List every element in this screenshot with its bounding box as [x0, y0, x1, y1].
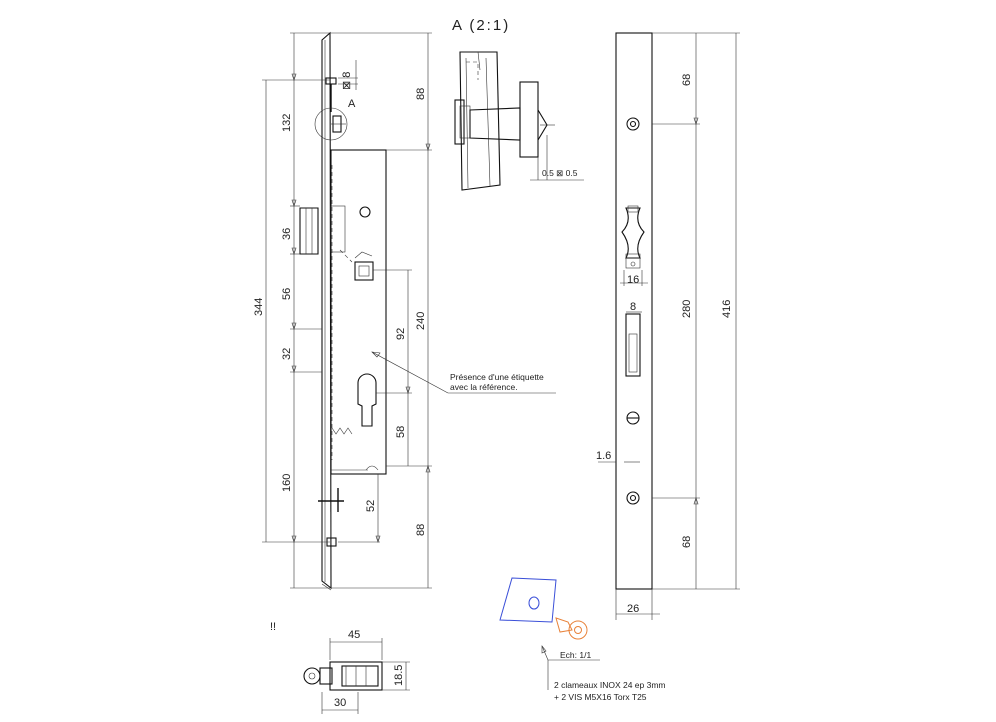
clamp-plate	[499, 577, 557, 623]
side-latch-opening	[621, 207, 645, 259]
front-left-dimensions	[262, 32, 330, 589]
detail-marker-a: A	[348, 98, 356, 110]
detail-a-view	[454, 51, 584, 191]
case-hole	[359, 206, 371, 218]
dim-160: 160	[281, 474, 293, 492]
front-view: A ⊠ 8 344 1	[253, 31, 556, 591]
side-dim-16: 16	[627, 274, 639, 286]
bottom-mark: !!	[270, 621, 276, 633]
dim-52: 52	[365, 500, 377, 512]
label-leader	[371, 351, 449, 394]
square-8-label: ⊠ 8	[341, 72, 353, 90]
front-faceplate	[321, 31, 332, 590]
side-dim-416: 416	[721, 300, 733, 318]
accessory-scale: Ech: 1/1	[560, 650, 591, 660]
side-screw-top	[626, 117, 640, 131]
side-bolt-slot	[625, 313, 641, 377]
top-bolt	[325, 77, 346, 133]
dim-58: 58	[395, 426, 407, 438]
torx-screw	[555, 617, 588, 640]
follower-square	[354, 261, 374, 281]
label-note-line1: Présence d'une étiquette	[450, 372, 544, 382]
bottom-dim-18-5: 18.5	[393, 665, 405, 686]
accessory-caption-line2: + 2 VIS M5X16 Torx T25	[554, 692, 647, 702]
side-dim-8: 8	[630, 301, 636, 313]
cylinder-cutout	[357, 373, 377, 427]
dim-132: 132	[281, 114, 293, 132]
side-dim-280: 280	[681, 300, 693, 318]
detail-circle-a	[314, 107, 348, 141]
side-faceplate	[615, 32, 653, 590]
side-dim-1-6: 1.6	[596, 450, 611, 462]
latch-bolt	[299, 207, 319, 255]
dim-36: 36	[281, 228, 293, 240]
side-screw-bottom	[626, 491, 640, 505]
side-screw-middle	[626, 411, 640, 425]
dim-56: 56	[281, 288, 293, 300]
detail-title: A (2:1)	[452, 17, 510, 34]
dim-344: 344	[253, 298, 265, 316]
accessory-leader	[541, 645, 549, 661]
side-dim-68-bottom: 68	[681, 536, 693, 548]
chamfer-label: 0.5 ⊠ 0.5	[542, 168, 578, 178]
dim-88-bottom: 88	[415, 524, 427, 536]
accessory-caption-line1: 2 clameaux INOX 24 ep 3mm	[554, 680, 666, 690]
dim-92: 92	[395, 328, 407, 340]
lock-case	[330, 149, 387, 475]
label-note-line2: avec la référence.	[450, 382, 518, 392]
dim-88-top: 88	[415, 88, 427, 100]
front-right-dimensions	[330, 32, 432, 589]
side-dim-68-top: 68	[681, 74, 693, 86]
side-dim-26: 26	[627, 603, 639, 615]
side-view	[598, 32, 740, 620]
bottom-dim-30: 30	[334, 697, 346, 709]
dim-240: 240	[415, 312, 427, 330]
bottom-view	[303, 638, 410, 714]
bottom-dim-45: 45	[348, 629, 360, 641]
dim-32: 32	[281, 348, 293, 360]
